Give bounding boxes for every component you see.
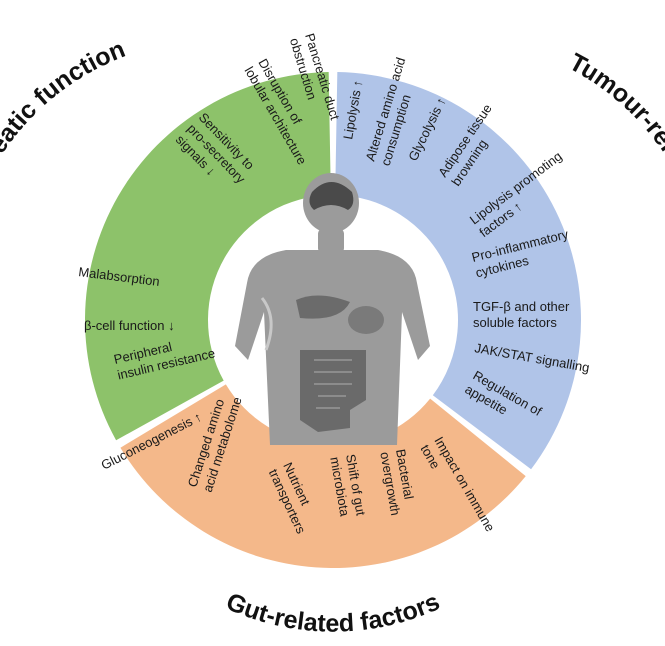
- tumour-item-7-line-1: TGF-β and other: [473, 299, 570, 314]
- tumour-item-7-line-2: soluble factors: [473, 315, 557, 330]
- pancreatic-segment: [84, 72, 331, 441]
- pancreatic-item-5-line-1: β-cell function ↓: [84, 318, 175, 333]
- human-body-organs-icon: [210, 173, 456, 445]
- gut-segment: [120, 384, 526, 568]
- tumour-segment: [335, 72, 581, 470]
- tumour-segment-title: Tumour-related systemic factors: [565, 48, 665, 405]
- pancreatic-item-5: β-cell function ↓: [84, 318, 175, 333]
- gut-segment-title: Gut-related factors: [222, 587, 444, 637]
